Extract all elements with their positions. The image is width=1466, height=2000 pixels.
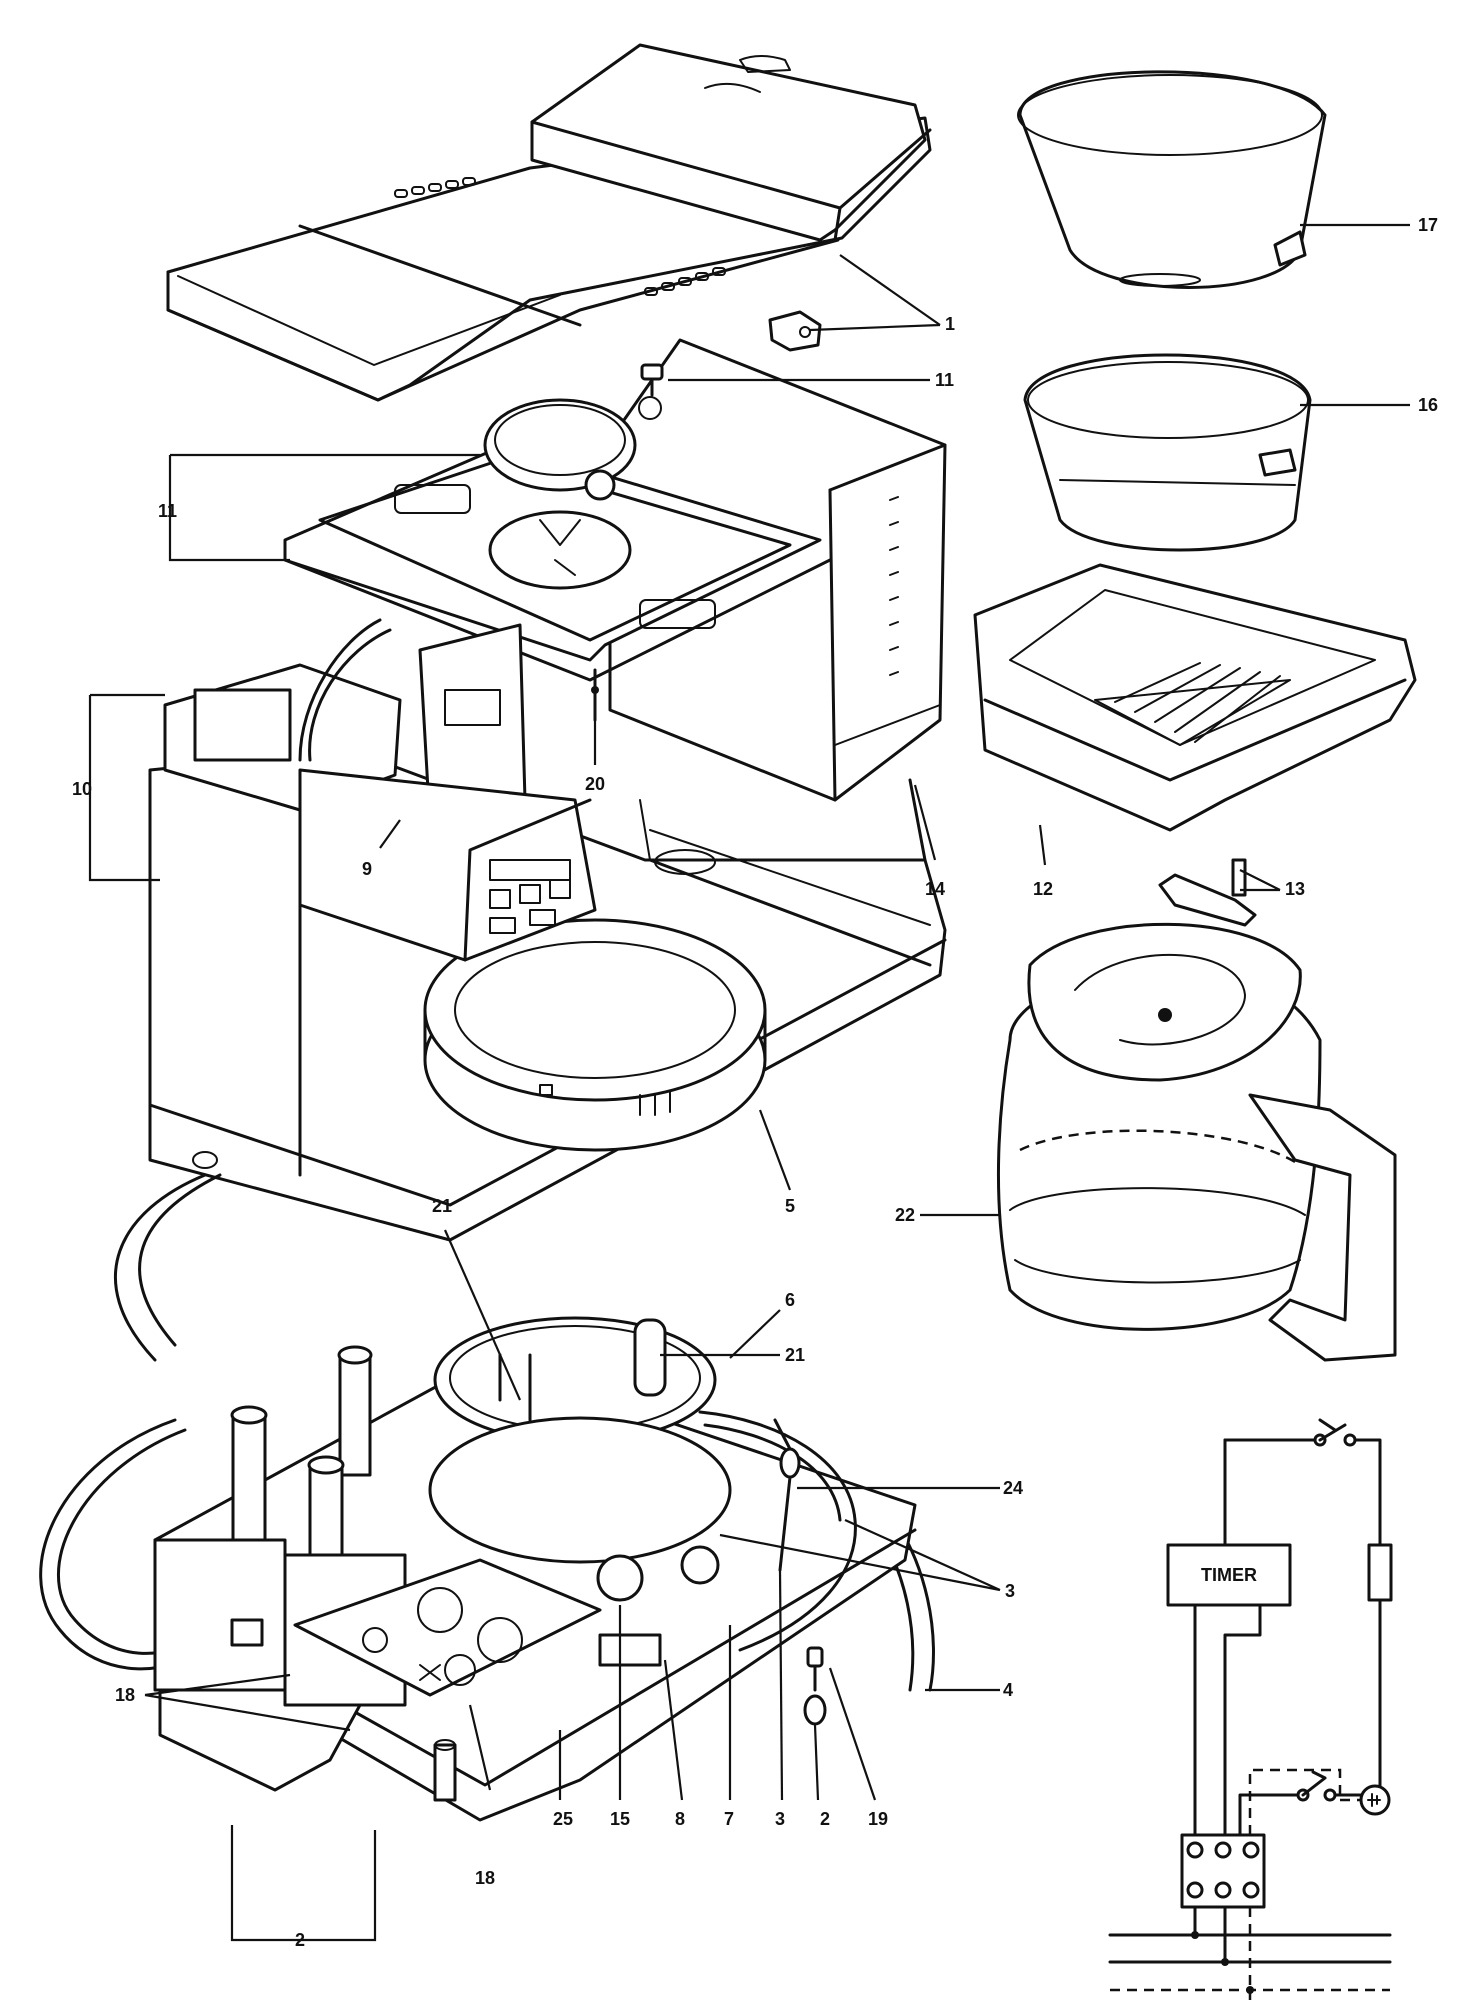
filter-basket-parts	[1017, 70, 1327, 552]
heating-base-assembly	[153, 1316, 917, 1822]
top-tray	[283, 363, 832, 722]
label-part-18-bottom: 18	[475, 1868, 495, 1888]
label-part-3-bottom: 3	[775, 1809, 785, 1829]
timer-box	[1166, 1543, 1292, 1607]
label-part-3-right: 3	[1005, 1581, 1015, 1601]
filter-holder	[973, 563, 1417, 927]
lid-vent-slots	[394, 177, 726, 296]
label-part-2-bottom: 2	[820, 1809, 830, 1829]
label-part-11-left: 11	[158, 501, 177, 521]
label-part-2-left: 2	[295, 1930, 305, 1950]
label-part-4: 4	[1003, 1680, 1013, 1700]
lid-assembly	[166, 43, 932, 402]
label-part-21-left: 21	[432, 1196, 452, 1216]
label-part-14: 14	[925, 879, 945, 899]
label-part-19: 19	[868, 1809, 888, 1829]
water-level-marks	[889, 496, 899, 676]
label-part-15: 15	[610, 1809, 630, 1829]
part-labels: 1 11 11 10 9 20 14 12 13 17 16 5 22 21 6…	[72, 215, 1438, 1950]
label-part-7: 7	[724, 1809, 734, 1829]
label-part-10: 10	[72, 779, 92, 799]
label-part-5: 5	[785, 1196, 795, 1216]
label-part-21-right: 21	[785, 1345, 805, 1365]
water-tank-housing	[608, 338, 947, 802]
carafe	[996, 922, 1397, 1362]
label-part-9: 9	[362, 859, 372, 879]
label-part-17: 17	[1418, 215, 1438, 235]
label-part-13: 13	[1285, 879, 1305, 899]
label-part-6: 6	[785, 1290, 795, 1310]
label-part-25: 25	[553, 1809, 573, 1829]
label-part-24: 24	[1003, 1478, 1023, 1498]
label-part-12: 12	[1033, 879, 1053, 899]
label-part-11-top: 11	[935, 370, 954, 390]
label-part-22: 22	[895, 1205, 915, 1225]
label-part-8: 8	[675, 1809, 685, 1829]
label-part-20: 20	[585, 774, 605, 794]
label-part-16: 16	[1418, 395, 1438, 415]
timer-label: TIMER	[1201, 1565, 1257, 1585]
label-part-18-left: 18	[115, 1685, 135, 1705]
wiring-schematic: TIMER	[1108, 1418, 1393, 2000]
warmer-ring	[423, 918, 767, 1152]
label-part-1: 1	[945, 314, 955, 334]
leader-lines	[88, 223, 1410, 1942]
control-electronics	[163, 618, 597, 962]
